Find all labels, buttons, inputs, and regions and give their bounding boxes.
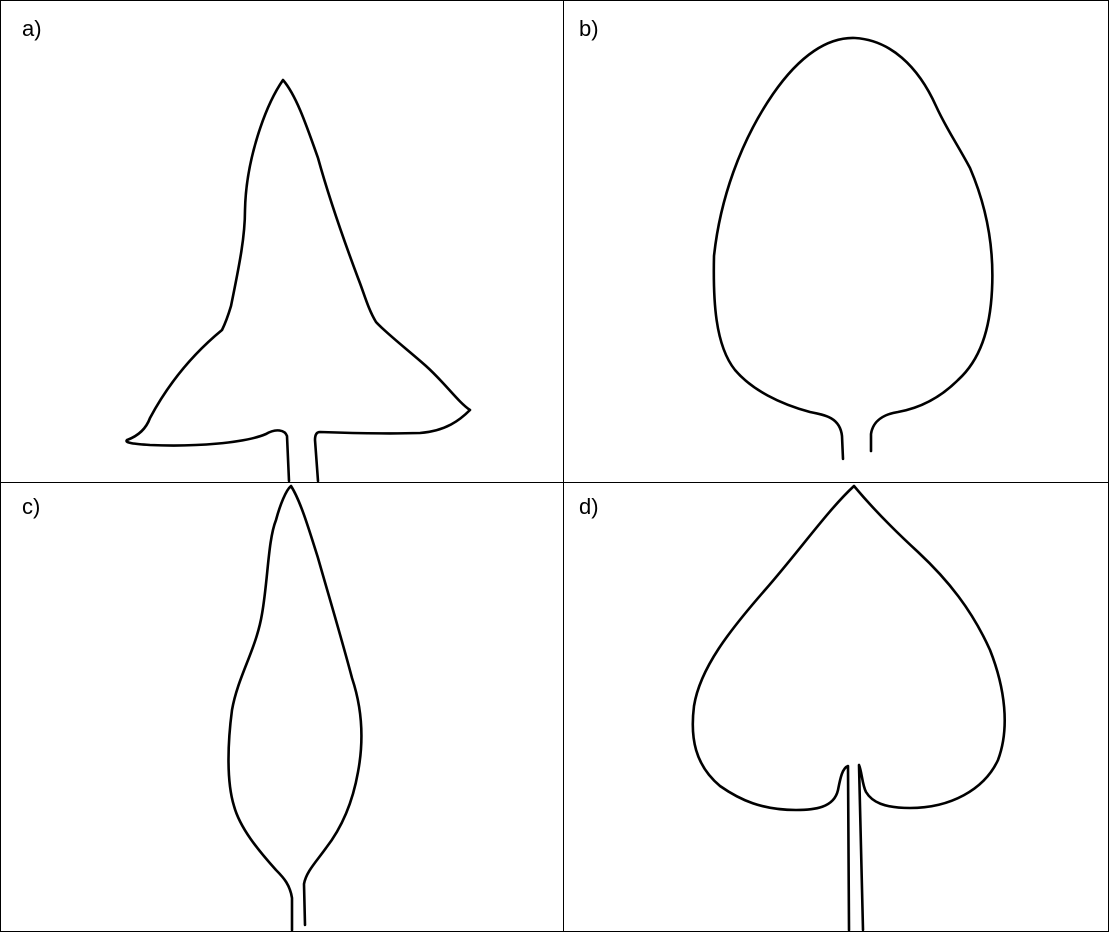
leaf-c-outline bbox=[229, 486, 362, 930]
leaf-a-outline bbox=[127, 80, 470, 481]
leaf-b-outline bbox=[714, 38, 993, 459]
leaf-d-outline bbox=[693, 486, 1005, 930]
